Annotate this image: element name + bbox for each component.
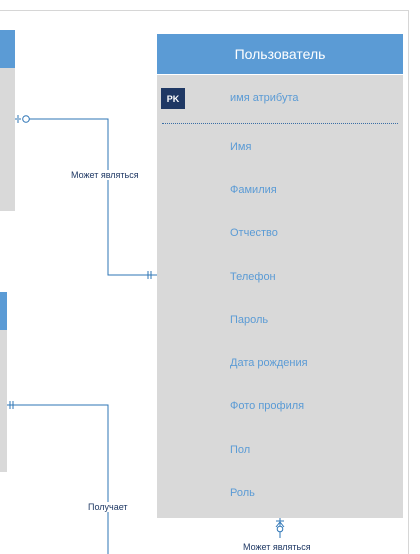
attribute-password[interactable]: Пароль (230, 314, 269, 326)
left-entity-top-header[interactable] (0, 30, 15, 68)
entity-user[interactable]: Пользователь PK имя атрибута Имя Фамилия… (157, 34, 403, 518)
attribute-profile-photo[interactable]: Фото профиля (230, 400, 305, 412)
entity-user-header[interactable]: Пользователь (157, 34, 403, 74)
canvas-frame-top (0, 10, 409, 11)
left-entity-bottom-header[interactable] (0, 292, 7, 330)
attribute-birth-date[interactable]: Дата рождения (230, 357, 308, 369)
attribute-role[interactable]: Роль (230, 487, 255, 499)
left-entity-top-body[interactable] (0, 68, 15, 211)
pk-attribute[interactable]: имя атрибута (230, 92, 299, 104)
attribute-gender[interactable]: Пол (230, 444, 251, 456)
attribute-last-name[interactable]: Фамилия (230, 184, 277, 196)
attribute-patronymic[interactable]: Отчество (230, 227, 278, 239)
attribute-phone[interactable]: Телефон (230, 271, 276, 283)
left-entity-bottom-body[interactable] (0, 330, 7, 472)
entity-header-divider (157, 74, 403, 75)
relationship-label-middle: Получает (87, 502, 129, 512)
relationship-label-bottom: Может являться (242, 542, 312, 552)
pk-separator (162, 123, 398, 124)
relationship-middle-connector[interactable] (7, 401, 109, 554)
entity-user-title: Пользователь (234, 46, 326, 62)
attribute-first-name[interactable]: Имя (230, 141, 252, 153)
relationship-bottom-connector[interactable] (275, 518, 285, 538)
canvas-frame-right (408, 10, 409, 554)
relationship-label-top: Может являться (70, 170, 140, 180)
pk-badge: PK (161, 88, 185, 109)
relationship-top-connector[interactable] (15, 115, 157, 279)
